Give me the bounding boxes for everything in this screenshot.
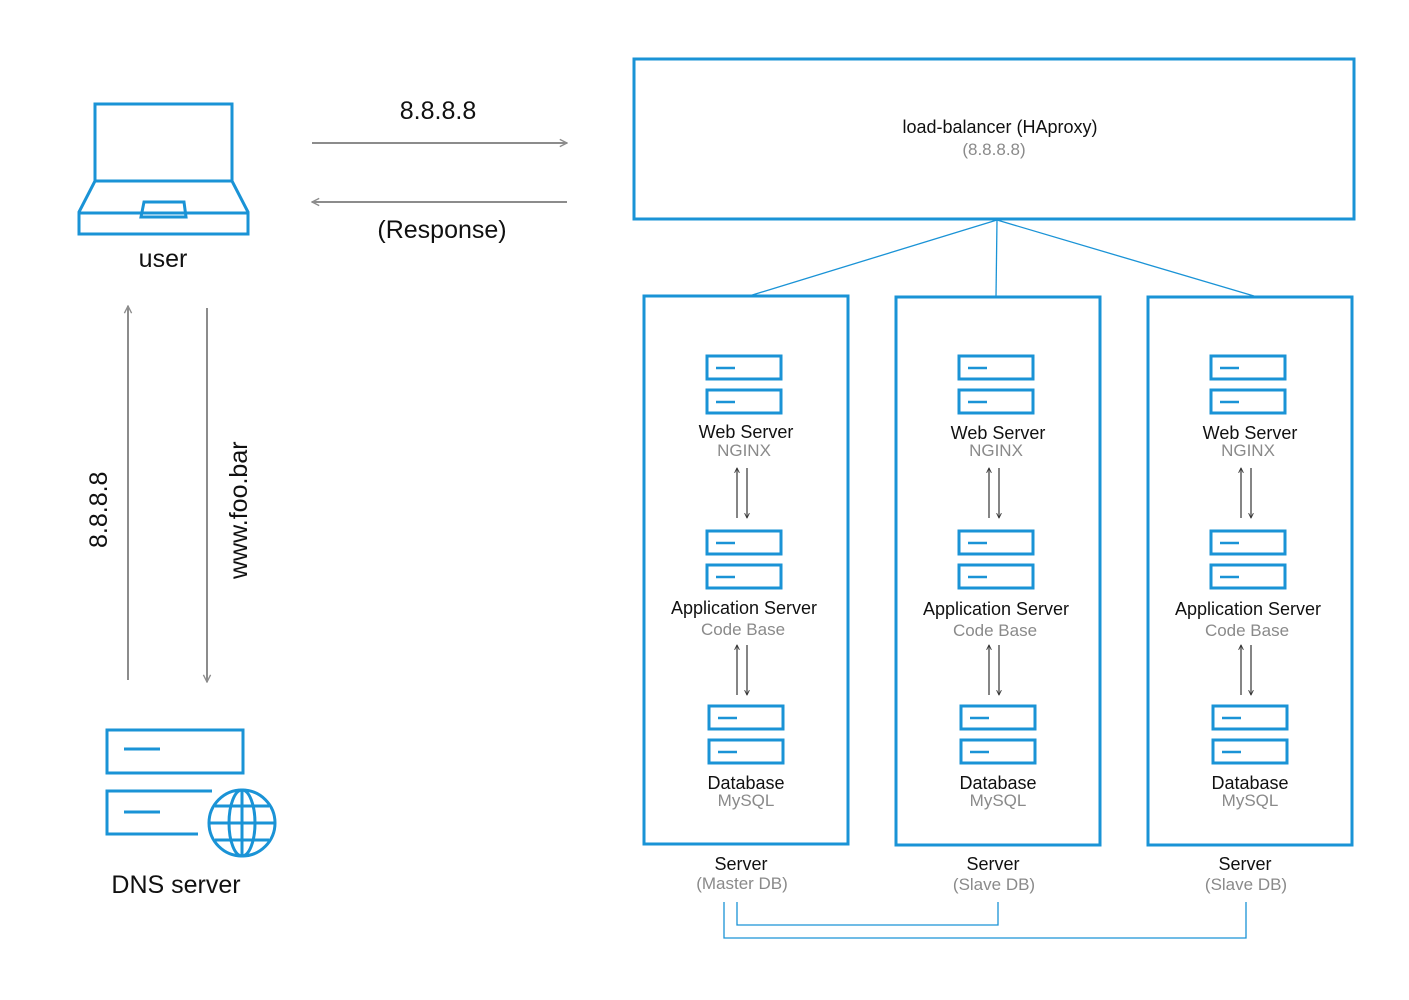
database-sub: MySQL	[717, 791, 775, 810]
web-server-title: Web Server	[698, 422, 794, 442]
laptop-icon	[77, 102, 250, 236]
app-server-title: Application Server	[670, 598, 818, 618]
load-balancer-box	[632, 57, 1356, 221]
server-rack-icon	[1209, 529, 1287, 590]
server-label: Server	[1218, 854, 1272, 874]
database-title: Database	[1211, 773, 1289, 793]
bidirectional-arrow	[737, 468, 747, 518]
server-role: (Slave DB)	[952, 875, 1036, 894]
bidirectional-arrow	[989, 468, 999, 518]
server-box-1	[642, 294, 850, 846]
web-server-title: Web Server	[950, 423, 1046, 443]
dns-query-label: www.foo.bar	[225, 441, 253, 579]
database-title: Database	[959, 773, 1037, 793]
load-balancer-ip: (8.8.8.8)	[962, 140, 1026, 159]
server-rack-icon	[957, 354, 1035, 415]
bidirectional-arrow	[1241, 645, 1251, 695]
server-label: Server	[714, 854, 768, 874]
database-sub: MySQL	[1221, 791, 1279, 810]
server-globe-icon	[105, 728, 277, 858]
web-server-sub: NGINX	[1221, 441, 1275, 460]
server-role: (Master DB)	[696, 874, 788, 893]
app-server-title: Application Server	[1174, 599, 1322, 619]
server-rack-icon	[1211, 704, 1289, 765]
bidirectional-arrow	[989, 645, 999, 695]
web-server-sub: NGINX	[717, 441, 771, 460]
app-server-sub: Code Base	[952, 621, 1038, 640]
response-label: (Response)	[377, 216, 507, 244]
replication-links	[723, 902, 1247, 939]
app-server-sub: Code Base	[700, 620, 786, 639]
database-sub: MySQL	[969, 791, 1027, 810]
server-rack-icon	[957, 529, 1035, 590]
database-title: Database	[707, 773, 785, 793]
server-rack-icon	[1209, 354, 1287, 415]
web-server-title: Web Server	[1202, 423, 1298, 443]
server-label: Server	[966, 854, 1020, 874]
dns-server-label: DNS server	[111, 871, 241, 899]
server-box-3	[1146, 295, 1354, 847]
app-server-title: Application Server	[922, 599, 1070, 619]
load-balancer-title: load-balancer (HAproxy)	[902, 117, 1098, 137]
dns-ip-label: 8.8.8.8	[85, 471, 113, 548]
user-label: user	[138, 245, 188, 273]
server-rack-icon	[707, 704, 785, 765]
app-server-sub: Code Base	[1204, 621, 1290, 640]
server-role: (Slave DB)	[1204, 875, 1288, 894]
server-rack-icon	[959, 704, 1037, 765]
web-server-sub: NGINX	[969, 441, 1023, 460]
server-rack-icon	[705, 354, 783, 415]
server-box-2	[894, 295, 1102, 847]
server-rack-icon	[705, 529, 783, 590]
request-label: 8.8.8.8	[399, 97, 477, 125]
bidirectional-arrow	[737, 645, 747, 695]
lb-links	[748, 219, 1255, 298]
bidirectional-arrow	[1241, 468, 1251, 518]
